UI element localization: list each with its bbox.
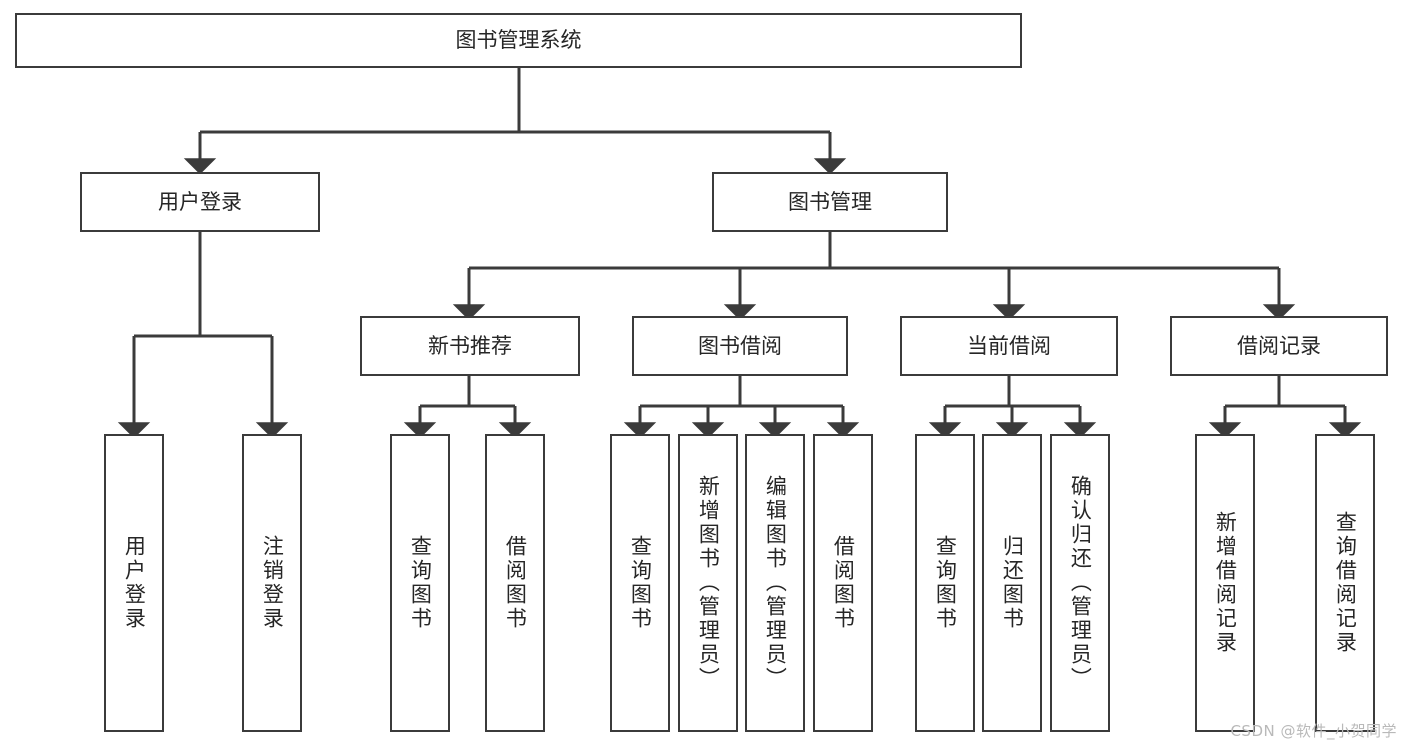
node-leaf-add-book-admin-label: 新增图书（管理员）	[696, 475, 721, 691]
watermark-text: CSDN @软件_小贺同学	[1230, 722, 1397, 740]
node-leaf-query-borrow-record-label: 查询借阅记录	[1333, 511, 1358, 655]
node-root-system-label: 图书管理系统	[455, 28, 582, 53]
node-leaf-edit-book-admin-label: 编辑图书（管理员）	[763, 475, 788, 691]
node-root-system[interactable]: 图书管理系统	[15, 13, 1022, 68]
node-leaf-borrow-book-label: 借阅图书	[831, 535, 856, 631]
node-new-book-recommend[interactable]: 新书推荐	[360, 316, 580, 376]
node-leaf-query-book-current[interactable]: 查询图书	[915, 434, 975, 732]
node-new-book-recommend-label: 新书推荐	[428, 333, 512, 358]
node-leaf-borrow-book-recommend-label: 借阅图书	[503, 535, 528, 631]
node-leaf-query-book-recommend[interactable]: 查询图书	[390, 434, 450, 732]
node-leaf-query-book-borrow[interactable]: 查询图书	[610, 434, 670, 732]
node-leaf-query-book-current-label: 查询图书	[933, 535, 958, 631]
node-borrow-record-label: 借阅记录	[1237, 333, 1321, 358]
node-borrow-record[interactable]: 借阅记录	[1170, 316, 1388, 376]
node-leaf-user-login[interactable]: 用户登录	[104, 434, 164, 732]
node-leaf-add-book-admin[interactable]: 新增图书（管理员）	[678, 434, 738, 732]
node-leaf-edit-book-admin[interactable]: 编辑图书（管理员）	[745, 434, 805, 732]
node-leaf-add-borrow-record[interactable]: 新增借阅记录	[1195, 434, 1255, 732]
node-leaf-add-borrow-record-label: 新增借阅记录	[1213, 511, 1238, 655]
node-leaf-logout-label: 注销登录	[260, 535, 285, 631]
node-book-management[interactable]: 图书管理	[712, 172, 948, 232]
node-leaf-confirm-return-admin-label: 确认归还（管理员）	[1068, 475, 1093, 691]
node-leaf-confirm-return-admin[interactable]: 确认归还（管理员）	[1050, 434, 1110, 732]
node-leaf-user-login-label: 用户登录	[122, 535, 147, 631]
node-current-borrow[interactable]: 当前借阅	[900, 316, 1118, 376]
node-leaf-return-book[interactable]: 归还图书	[982, 434, 1042, 732]
node-leaf-return-book-label: 归还图书	[1000, 535, 1025, 631]
node-leaf-query-book-recommend-label: 查询图书	[408, 535, 433, 631]
node-leaf-query-book-borrow-label: 查询图书	[628, 535, 653, 631]
node-book-management-label: 图书管理	[788, 189, 872, 214]
node-user-login[interactable]: 用户登录	[80, 172, 320, 232]
node-leaf-logout[interactable]: 注销登录	[242, 434, 302, 732]
node-current-borrow-label: 当前借阅	[967, 333, 1051, 358]
node-book-borrow-label: 图书借阅	[698, 333, 782, 358]
node-book-borrow[interactable]: 图书借阅	[632, 316, 848, 376]
node-leaf-borrow-book[interactable]: 借阅图书	[813, 434, 873, 732]
node-user-login-label: 用户登录	[158, 189, 242, 214]
node-leaf-query-borrow-record[interactable]: 查询借阅记录	[1315, 434, 1375, 732]
node-leaf-borrow-book-recommend[interactable]: 借阅图书	[485, 434, 545, 732]
